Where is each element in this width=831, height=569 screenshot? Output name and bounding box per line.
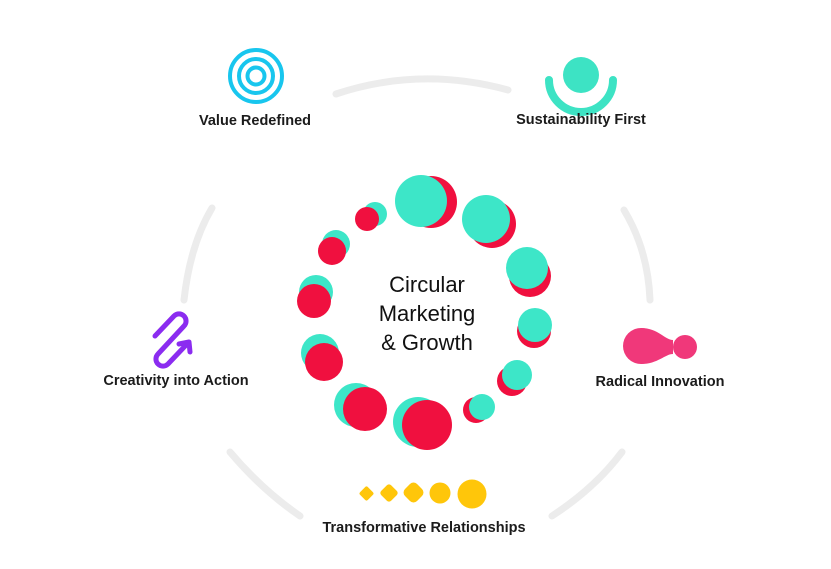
orbit-arc-left xyxy=(180,204,216,304)
value-redefined-label: Value Redefined xyxy=(198,113,312,129)
ring-dot-teal-0 xyxy=(395,175,447,227)
orbit-arc-top xyxy=(332,75,512,98)
center-title-line-2: Marketing xyxy=(378,301,476,326)
linked-drops-icon xyxy=(623,328,697,364)
sustainability-first-label: Sustainability First xyxy=(516,112,646,128)
ring-dot-teal-1 xyxy=(462,195,510,243)
orbit-arcs xyxy=(180,75,654,520)
center-title-line-3: & Growth xyxy=(381,330,473,355)
center-title-line-1: Circular xyxy=(389,272,465,297)
orbit-arc-bottom-right xyxy=(548,448,626,520)
ring-dot-red-9 xyxy=(297,284,331,318)
ring-dot-red-11 xyxy=(355,207,379,231)
concentric-circles-icon xyxy=(228,48,284,104)
ring-dot-teal-3 xyxy=(518,308,552,342)
growing-dots-icon xyxy=(359,479,487,509)
ring-dot-teal-2 xyxy=(506,247,548,289)
ring-dot-teal-5 xyxy=(469,394,495,420)
ring-dot-red-6 xyxy=(402,400,452,450)
radical-innovation-label: Radical Innovation xyxy=(595,374,725,390)
orbit-arc-right xyxy=(620,206,654,304)
ring-dot-red-8 xyxy=(305,343,343,381)
ring-dot-red-10 xyxy=(318,237,346,265)
creativity-into-action-label: Creativity into Action xyxy=(103,373,249,389)
orbit-arc-bottom-left xyxy=(226,448,304,520)
transformative-relationships-label: Transformative Relationships xyxy=(322,520,526,536)
ring-dot-red-7 xyxy=(343,387,387,431)
center-title: Circular Marketing & Growth xyxy=(379,270,476,357)
paperclip-arrow-icon xyxy=(152,311,193,369)
circle-in-cup-icon xyxy=(545,57,617,116)
center-ring xyxy=(297,175,552,450)
ring-dot-teal-4 xyxy=(502,360,532,390)
